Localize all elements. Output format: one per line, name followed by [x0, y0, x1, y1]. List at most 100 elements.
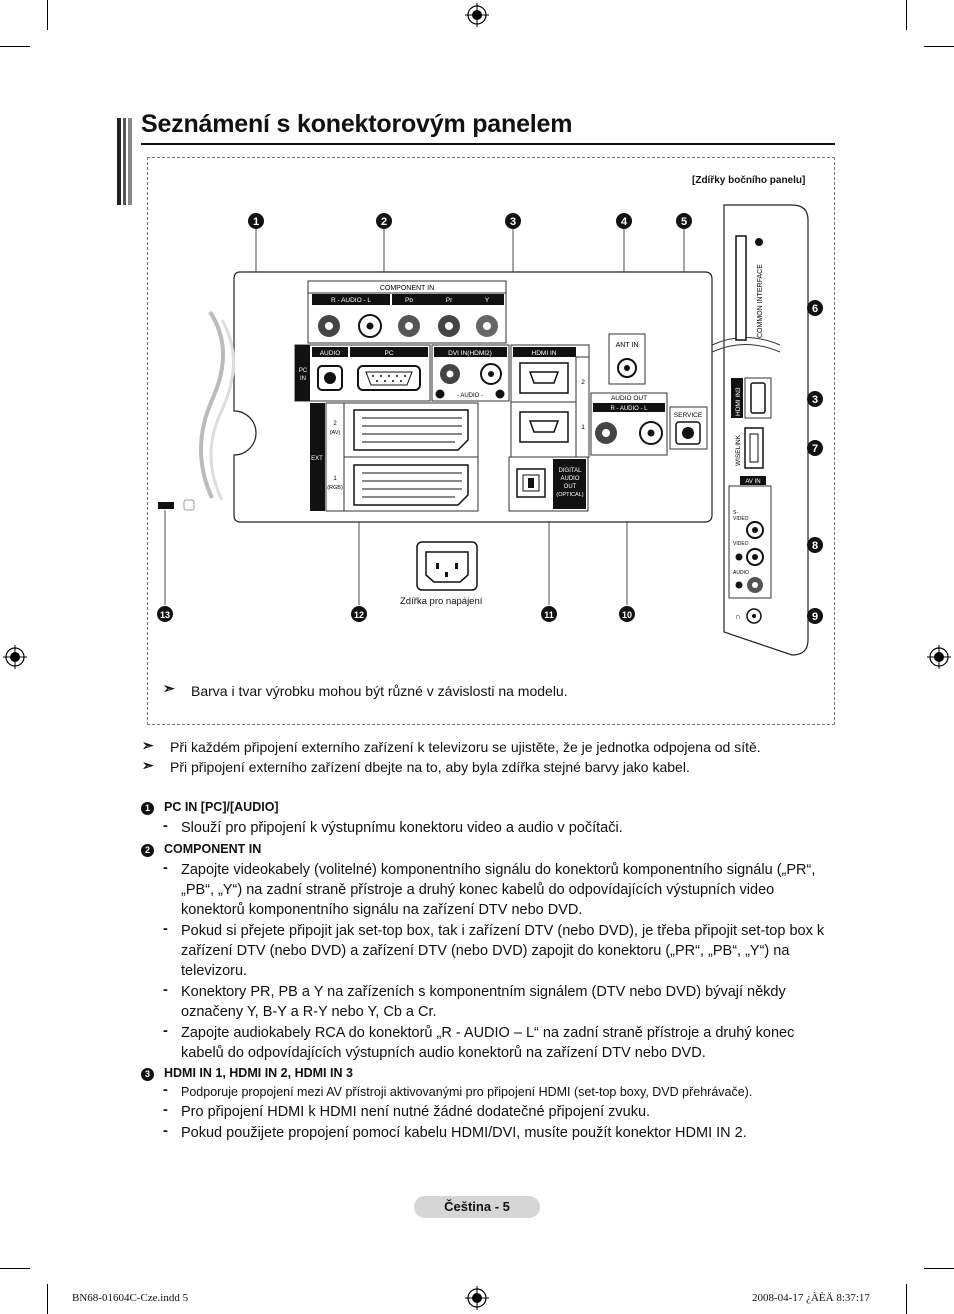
- note-item: Při připojení externího zařízení dbejte …: [170, 759, 690, 775]
- svg-text:AV IN: AV IN: [745, 479, 760, 485]
- svg-text:1: 1: [581, 424, 585, 431]
- registration-mark-icon: [927, 645, 951, 669]
- diagram-frame: [147, 157, 835, 725]
- svg-text:WISELINK: WISELINK: [735, 434, 742, 466]
- crop-mark: [924, 46, 954, 47]
- bullet-dash: -: [163, 818, 168, 834]
- crop-mark: [0, 1268, 30, 1269]
- svg-text:VIDEO: VIDEO: [733, 541, 749, 547]
- svg-text:7: 7: [812, 443, 818, 455]
- section-heading: HDMI IN 1, HDMI IN 2, HDMI IN 3: [164, 1066, 353, 1080]
- bullet-dash: -: [163, 1102, 168, 1118]
- registration-mark-icon: [3, 645, 27, 669]
- svg-text:SERVICE: SERVICE: [674, 412, 703, 419]
- section-item: Konektory PR, PB a Y na zařízeních s kom…: [181, 984, 786, 1020]
- crop-mark: [924, 1268, 954, 1269]
- section-item: Slouží pro připojení k výstupnímu konekt…: [181, 820, 623, 836]
- svg-text:IN: IN: [300, 376, 306, 382]
- svg-text:2: 2: [381, 216, 387, 228]
- svg-text:- AUDIO -: - AUDIO -: [457, 393, 483, 399]
- page-title: Seznámení s konektorovým panelem: [141, 110, 573, 138]
- svg-text:10: 10: [622, 610, 632, 620]
- svg-text:3: 3: [812, 394, 818, 406]
- page-number-pill: Čeština - 5: [414, 1196, 540, 1218]
- svg-text:11: 11: [544, 610, 554, 620]
- section-number-badge: 2: [141, 842, 154, 860]
- svg-text:12: 12: [354, 610, 364, 620]
- svg-text:OUT: OUT: [564, 484, 577, 490]
- bullet-dash: -: [163, 860, 168, 876]
- crop-mark: [47, 1284, 48, 1314]
- svg-text:AUDIO OUT: AUDIO OUT: [611, 395, 647, 402]
- section-item: Pokud použijete propojení pomocí kabelu …: [181, 1125, 747, 1141]
- svg-text:EXT: EXT: [311, 456, 323, 462]
- svg-text:(AV): (AV): [330, 430, 341, 436]
- component-in-label: COMPONENT IN: [380, 285, 434, 292]
- svg-text:1: 1: [333, 476, 337, 482]
- bullet-dash: -: [163, 982, 168, 998]
- crop-mark: [47, 0, 48, 30]
- svg-text:PC: PC: [299, 368, 308, 374]
- connector-panel-diagram: COMPONENT IN R - AUDIO - L Pb Pr Y PC IN…: [157, 204, 823, 656]
- svg-text:Pb: Pb: [405, 297, 413, 304]
- svg-text:DIGITAL: DIGITAL: [559, 468, 583, 474]
- svg-text:3: 3: [510, 216, 516, 228]
- crop-mark: [906, 0, 907, 30]
- svg-text:VIDEO: VIDEO: [733, 516, 749, 522]
- svg-text:S-: S-: [733, 510, 738, 516]
- svg-text:8: 8: [812, 540, 818, 552]
- registration-mark-icon: [465, 3, 489, 27]
- svg-text:4: 4: [621, 216, 628, 228]
- svg-text:HDMI IN: HDMI IN: [532, 350, 557, 357]
- svg-text:DVI IN(HDMI2): DVI IN(HDMI2): [448, 350, 492, 357]
- section-number-badge: 3: [141, 1066, 154, 1084]
- bullet-dash: -: [163, 1023, 168, 1039]
- section-item: Pokud si přejete připojit jak set-top bo…: [181, 923, 825, 979]
- section-item: Zapojte videokabely (volitelné) komponen…: [181, 862, 816, 918]
- svg-text:AUDIO: AUDIO: [733, 570, 749, 576]
- svg-text:HDMI IN3: HDMI IN3: [735, 387, 742, 416]
- diagram-note: Barva i tvar výrobku mohou být různé v z…: [191, 683, 568, 699]
- note-arrow-icon: ➣: [142, 757, 154, 773]
- section-heading: PC IN [PC]/[AUDIO]: [164, 800, 279, 814]
- note-item: Při každém připojení externího zařízení …: [170, 739, 761, 755]
- section-heading: COMPONENT IN: [164, 842, 262, 856]
- svg-text:6: 6: [812, 303, 818, 315]
- svg-text:5: 5: [681, 216, 687, 228]
- power-socket-label: Zdířka pro napájení: [400, 596, 483, 607]
- section-item: Zapojte audiokabely RCA do konektorů „R …: [181, 1025, 795, 1061]
- title-rule: [141, 143, 835, 145]
- side-panel-caption: [Zdířky bočního panelu]: [692, 175, 806, 186]
- bullet-dash: -: [163, 921, 168, 937]
- svg-text:(OPTICAL): (OPTICAL): [556, 492, 583, 498]
- section-item: Podporuje propojení mezi AV přístroji ak…: [181, 1085, 753, 1099]
- svg-text:2: 2: [333, 421, 337, 427]
- crop-mark: [0, 46, 30, 47]
- svg-text:ANT IN: ANT IN: [616, 342, 639, 349]
- section-number-badge: 1: [141, 800, 154, 818]
- svg-text:Y: Y: [485, 297, 490, 304]
- svg-text:PC: PC: [384, 350, 393, 357]
- print-date-info: 2008-04-17 ¿ÀÈÄ 8:37:17: [752, 1292, 870, 1304]
- note-arrow-icon: ➣: [142, 737, 154, 753]
- bullet-dash: -: [163, 1123, 168, 1139]
- svg-text:Pr: Pr: [446, 297, 453, 304]
- svg-text:COMMON INTERFACE: COMMON INTERFACE: [757, 264, 764, 338]
- print-file-info: BN68-01604C-Cze.indd 5: [72, 1292, 189, 1304]
- svg-text:R - AUDIO - L: R - AUDIO - L: [331, 297, 371, 304]
- bullet-dash: -: [163, 1082, 168, 1098]
- svg-text:9: 9: [812, 611, 818, 623]
- registration-mark-icon: [465, 1286, 489, 1310]
- svg-text:2: 2: [581, 379, 585, 386]
- note-arrow-icon: ➣: [163, 680, 175, 696]
- crop-mark: [906, 1284, 907, 1314]
- svg-text:1: 1: [253, 216, 259, 228]
- svg-text:∩: ∩: [735, 612, 741, 621]
- section-item: Pro připojení HDMI k HDMI není nutné žád…: [181, 1104, 651, 1120]
- svg-text:R - AUDIO - L: R - AUDIO - L: [610, 406, 648, 412]
- svg-text:AUDIO: AUDIO: [320, 350, 341, 357]
- svg-text:(RGB): (RGB): [327, 485, 343, 491]
- title-decoration: [117, 118, 132, 205]
- svg-text:AUDIO: AUDIO: [560, 476, 579, 482]
- svg-text:13: 13: [160, 610, 170, 620]
